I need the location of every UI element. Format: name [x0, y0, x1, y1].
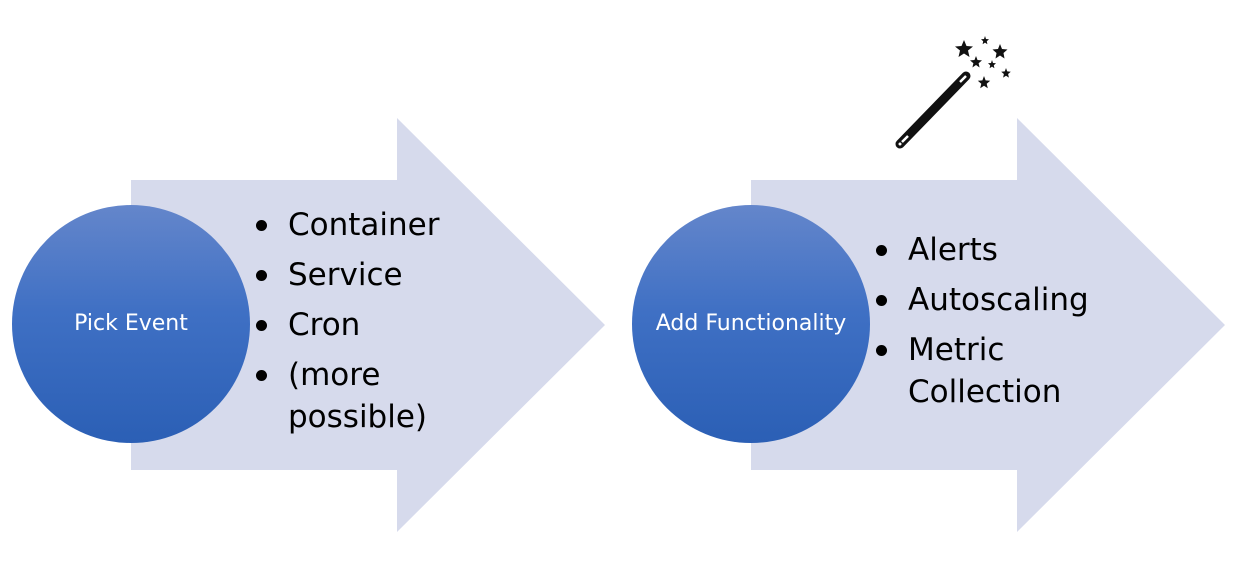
- step-1-bullet-list: Container Service Cron (more possible): [252, 204, 572, 446]
- list-item: Service: [252, 254, 572, 296]
- list-item-text: Container: [288, 207, 440, 243]
- list-item-text: (more possible): [288, 357, 428, 435]
- bullet-dot: [876, 245, 887, 256]
- step-2-bullet-list: Alerts Autoscaling Metric Collection: [872, 229, 1192, 421]
- bullet-dot: [256, 370, 267, 381]
- list-item: Alerts: [872, 229, 1192, 271]
- list-item: Autoscaling: [872, 279, 1192, 321]
- list-item-text: Metric Collection: [908, 332, 1062, 410]
- bullet-dot: [256, 220, 267, 231]
- list-item: (more possible): [252, 354, 488, 438]
- step-1-arrow: [131, 118, 605, 532]
- bullet-dot: [876, 345, 887, 356]
- list-item: Metric Collection: [872, 329, 1108, 413]
- bullet-dot: [876, 295, 887, 306]
- list-item: Cron: [252, 304, 572, 346]
- list-item: Container: [252, 204, 572, 246]
- list-item-text: Service: [288, 257, 403, 293]
- list-item-text: Alerts: [908, 232, 998, 268]
- step-1-circle: Pick Event: [12, 205, 250, 443]
- bullet-dot: [256, 320, 267, 331]
- step-2-circle: Add Functionality: [632, 205, 870, 443]
- list-item-text: Autoscaling: [908, 282, 1089, 318]
- list-item-text: Cron: [288, 307, 361, 343]
- magic-wand-icon: [895, 36, 1011, 149]
- bullet-dot: [256, 270, 267, 281]
- step-1-label: Pick Event: [74, 311, 188, 337]
- step-2-arrow: [751, 118, 1225, 532]
- step-2-label: Add Functionality: [655, 311, 847, 337]
